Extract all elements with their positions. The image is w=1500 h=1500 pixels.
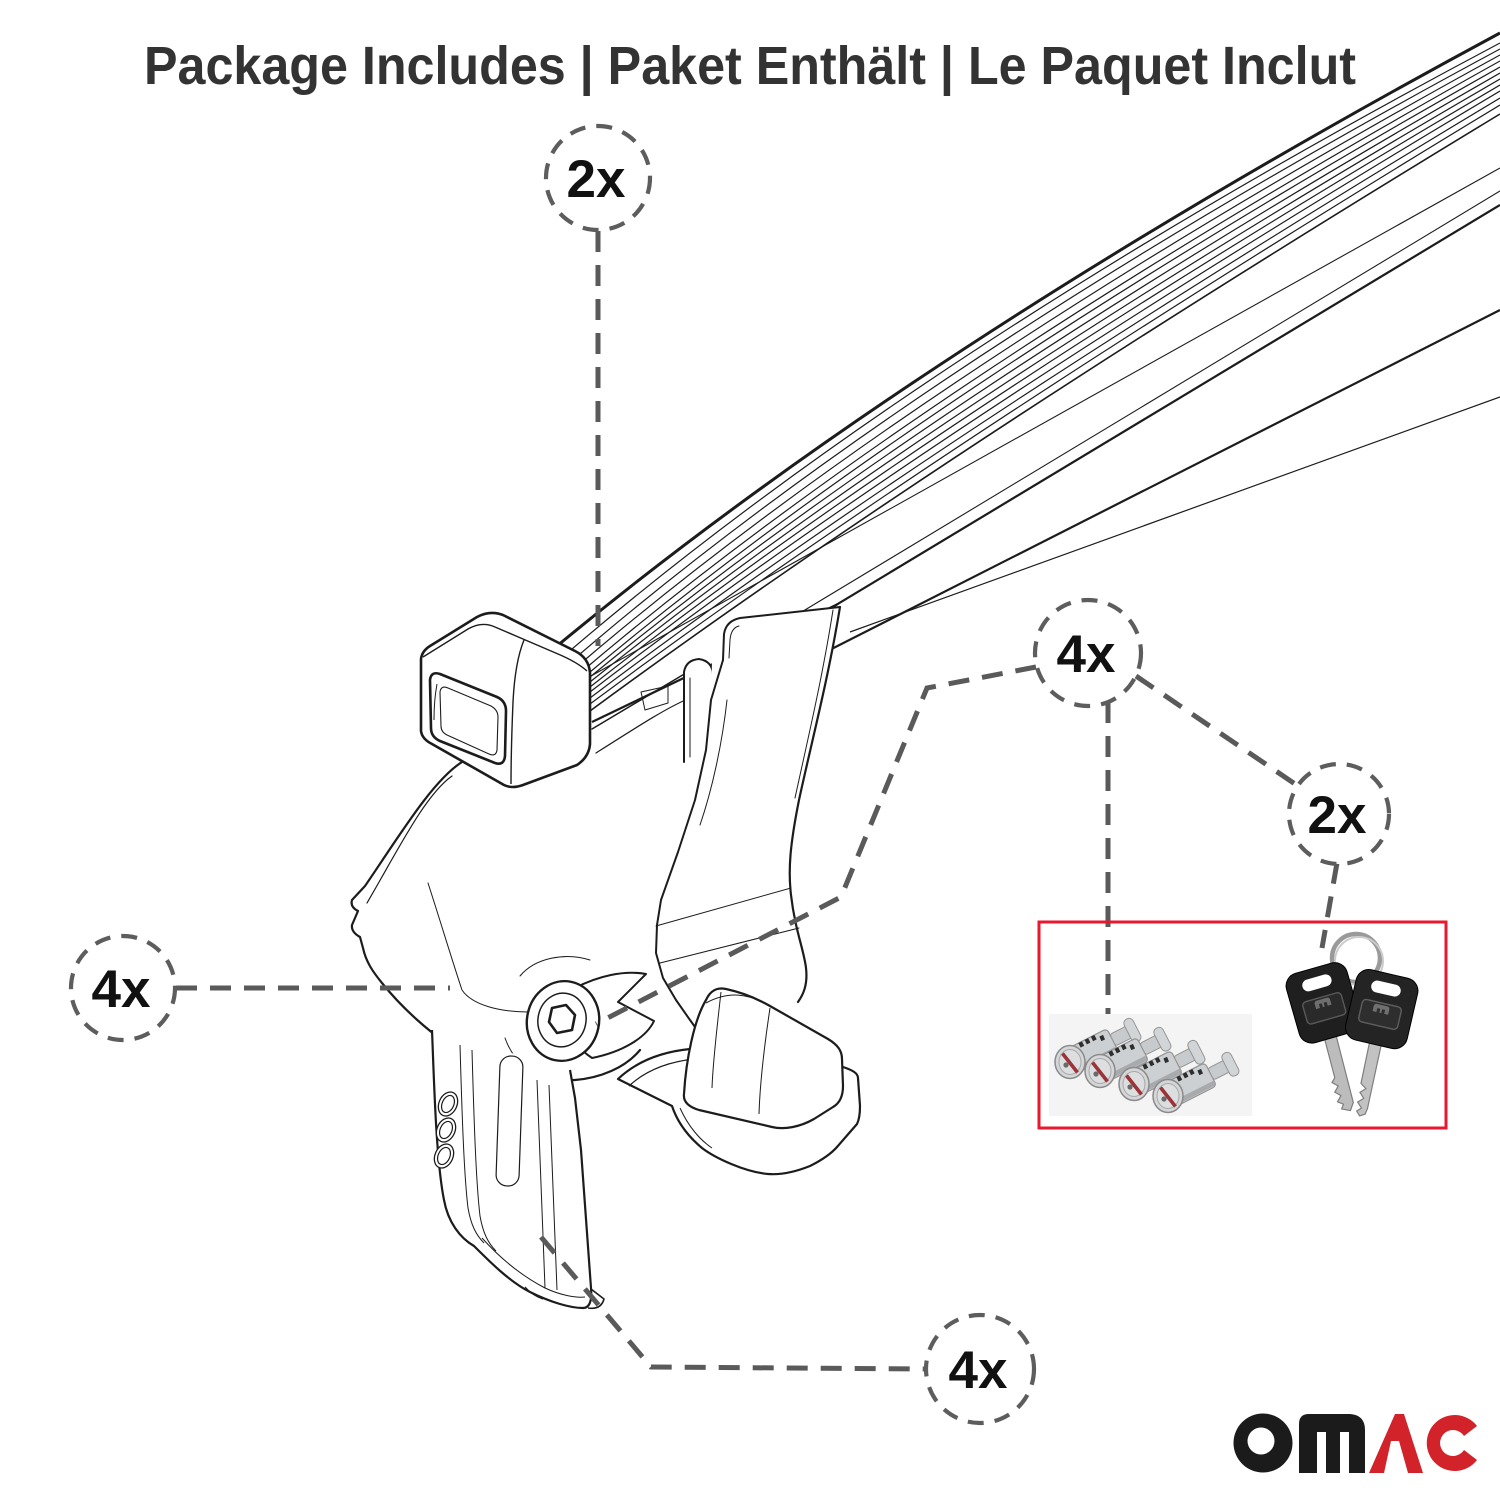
svg-text:2x: 2x <box>1308 786 1367 845</box>
svg-text:2x: 2x <box>567 150 626 209</box>
svg-text:Package Includes | Paket Enthä: Package Includes | Paket Enthält | Le Pa… <box>144 36 1356 97</box>
svg-text:4x: 4x <box>949 1341 1008 1400</box>
svg-text:4x: 4x <box>1057 625 1116 684</box>
svg-text:4x: 4x <box>92 960 151 1019</box>
